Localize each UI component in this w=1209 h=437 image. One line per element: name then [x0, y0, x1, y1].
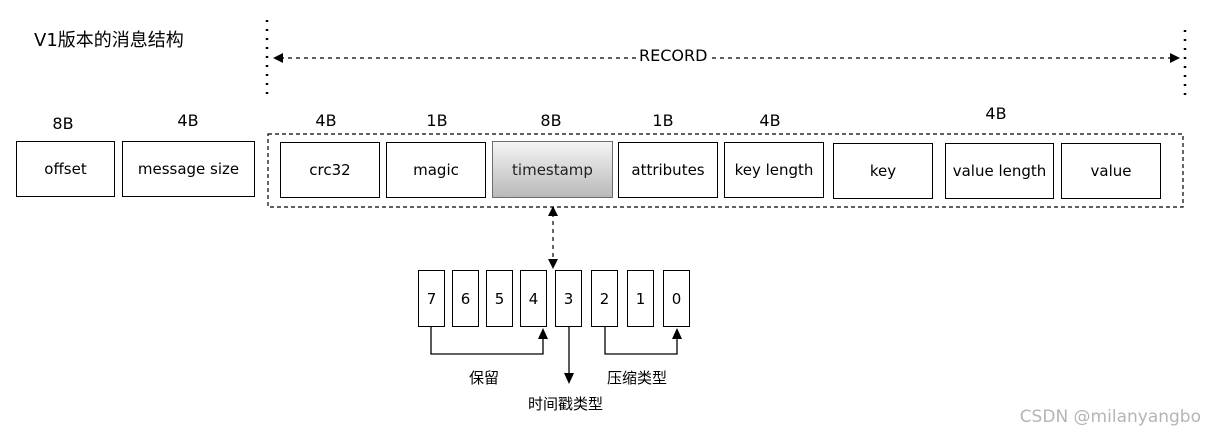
bit-7: 7 — [418, 270, 445, 327]
bit-3: 3 — [555, 270, 582, 327]
timestamp-type-label: 时间戳类型 — [528, 395, 604, 413]
reserved-bracket — [430, 327, 544, 355]
bit-0: 0 — [663, 270, 690, 327]
arrow-up-icon — [672, 328, 682, 339]
arrow-left-icon — [273, 53, 283, 63]
bit-4: 4 — [520, 270, 547, 327]
size-crc32: 4B — [315, 111, 337, 130]
reserved-label: 保留 — [469, 369, 500, 387]
field-message-size: message size — [122, 141, 255, 197]
field-key-length: key length — [724, 142, 824, 198]
field-magic: magic — [386, 142, 486, 198]
size-magic: 1B — [426, 111, 448, 130]
compression-type-label: 压缩类型 — [607, 369, 668, 387]
field-key: key — [833, 143, 933, 199]
arrow-right-icon — [1170, 53, 1180, 63]
size-key-length: 4B — [759, 111, 781, 130]
record-container — [267, 133, 1184, 208]
field-crc32: crc32 — [280, 142, 380, 198]
bit-2: 2 — [591, 270, 618, 327]
arrow-up-icon — [548, 206, 558, 216]
watermark: CSDN @milanyangbo — [1019, 407, 1201, 427]
size-value-length: 4B — [985, 104, 1007, 123]
size-attributes: 1B — [652, 111, 674, 130]
diagram-title: V1版本的消息结构 — [34, 30, 184, 51]
bit-1: 1 — [627, 270, 654, 327]
record-label: RECORD — [636, 46, 711, 65]
bit-5: 5 — [486, 270, 513, 327]
field-value: value — [1061, 143, 1161, 199]
size-offset: 8B — [52, 114, 74, 133]
size-message-size: 4B — [177, 111, 199, 130]
size-timestamp: 8B — [540, 111, 562, 130]
field-value-length: value length — [945, 143, 1054, 199]
field-timestamp: timestamp — [492, 141, 613, 198]
arrow-down-icon — [548, 259, 558, 269]
bit-6: 6 — [452, 270, 479, 327]
arrow-down-icon — [564, 373, 574, 384]
compression-bracket — [604, 327, 678, 355]
arrow-up-icon — [538, 328, 548, 339]
field-attributes: attributes — [618, 142, 718, 198]
field-offset: offset — [16, 141, 115, 197]
